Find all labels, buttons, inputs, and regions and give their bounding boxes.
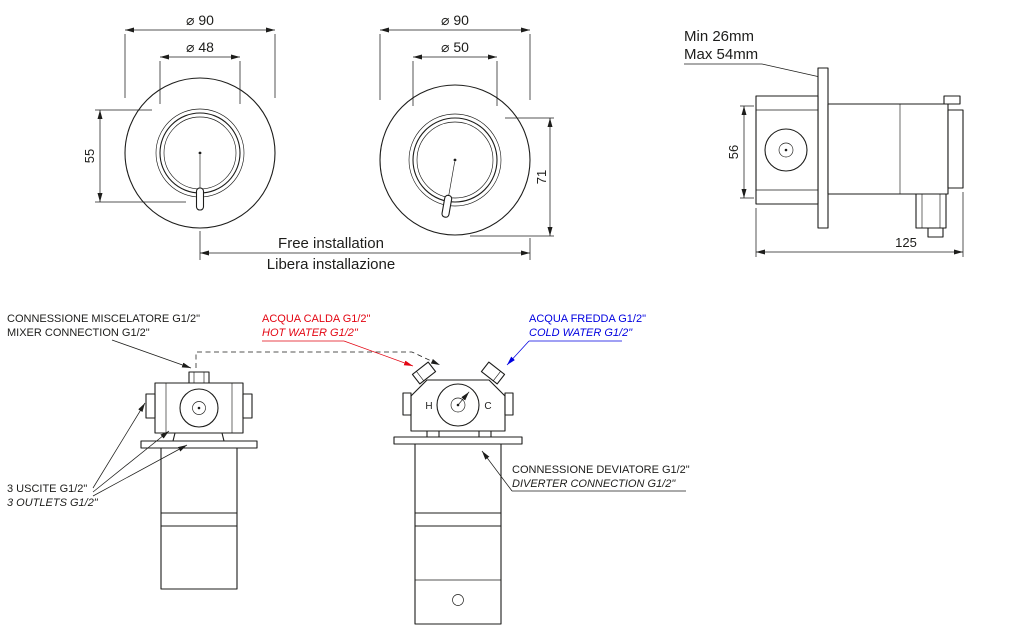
diverter-left-port (402, 392, 412, 416)
dim-outer-diameter-small: ⌀ 90 (124, 12, 276, 98)
mixer-right-port (242, 393, 253, 419)
cold-marker: C (484, 401, 491, 412)
hot-marker: H (425, 401, 432, 412)
lever-tip (441, 194, 453, 218)
depth-min-text: Min 26mm (684, 28, 754, 45)
hot-inlet-port (411, 361, 437, 385)
cold-inlet-port (480, 361, 506, 385)
dim-height-small: 55 (82, 109, 186, 203)
knob-circle (412, 117, 498, 203)
dim-free-installation: Free installation Libera installazione (199, 231, 531, 273)
diverter-connection-it: CONNESSIONE DEVIATORE G1/2" (512, 464, 690, 476)
label-outlets: 3 USCITE G1/2" 3 OUTLETS G1/2" (7, 402, 188, 509)
dim-outer-diameter-large: ⌀ 90 (379, 12, 531, 100)
hot-water-en: HOT WATER G1/2" (262, 327, 359, 339)
dim-text-height-large: 71 (534, 170, 549, 184)
side-view: Min 26mm Max 54mm (684, 28, 964, 238)
free-installation-it: Libera installazione (267, 256, 395, 273)
escutcheon-circle (124, 77, 276, 229)
mixer-connection-it: CONNESSIONE MISCELATORE G1/2" (7, 313, 200, 325)
dim-text-height-side: 56 (726, 145, 741, 159)
dim-text-knob-dia-small: ⌀ 48 (186, 39, 214, 55)
dim-length-side: 125 (755, 192, 964, 257)
dim-text-height-small: 55 (82, 149, 97, 163)
depth-max-text: Max 54mm (684, 46, 758, 63)
dim-height-large: 71 (470, 117, 554, 237)
mixer-left-port (145, 393, 156, 419)
label-hot-water: ACQUA CALDA G1/2" HOT WATER G1/2" (262, 313, 414, 367)
outlets-it: 3 USCITE G1/2" (7, 483, 87, 495)
mixer-protection-sleeve (160, 447, 238, 590)
diverter-right-port (504, 392, 514, 416)
dim-text-outer-dia-large: ⌀ 90 (441, 12, 469, 28)
valve-end-cap-side (947, 109, 964, 189)
front-view-small (124, 77, 276, 229)
wall-plate (817, 67, 829, 229)
dim-height-side: 56 (726, 105, 754, 199)
mixer-top-port (188, 371, 210, 384)
cold-water-it: ACQUA FREDDA G1/2" (529, 313, 646, 325)
diverter-protection-sleeve (414, 443, 502, 625)
outlets-en: 3 OUTLETS G1/2" (7, 497, 99, 509)
dim-text-outer-dia-small: ⌀ 90 (186, 12, 214, 28)
front-view-large (379, 84, 531, 236)
lever-tip (195, 187, 205, 211)
diverter-valve-front: H C (393, 361, 523, 625)
mixer-valve-front (140, 371, 258, 590)
dim-text-length-side: 125 (895, 235, 917, 250)
valve-body-side (827, 103, 949, 195)
escutcheon-circle (379, 84, 531, 236)
label-diverter-connection: CONNESSIONE DEVIATORE G1/2" DIVERTER CON… (481, 450, 690, 492)
dim-knob-diameter-large: ⌀ 50 (412, 39, 498, 106)
hot-water-it: ACQUA CALDA G1/2" (262, 313, 371, 325)
cold-water-en: COLD WATER G1/2" (529, 327, 633, 339)
handle-ring-side (764, 128, 808, 172)
label-cold-water: ACQUA FREDDA G1/2" COLD WATER G1/2" (506, 313, 646, 366)
diverter-trim-plate (393, 436, 523, 445)
dim-knob-diameter-small: ⌀ 48 (159, 39, 241, 104)
mixer-trim-plate (140, 440, 258, 449)
diverter-connection-en: DIVERTER CONNECTION G1/2" (512, 478, 676, 490)
outlet-side (915, 193, 947, 229)
free-installation-en: Free installation (278, 235, 384, 252)
mixer-connection-en: MIXER CONNECTION G1/2" (7, 327, 150, 339)
dim-text-knob-dia-large: ⌀ 50 (441, 39, 469, 55)
label-mixer-connection: CONNESSIONE MISCELATORE G1/2" MIXER CONN… (7, 313, 441, 369)
